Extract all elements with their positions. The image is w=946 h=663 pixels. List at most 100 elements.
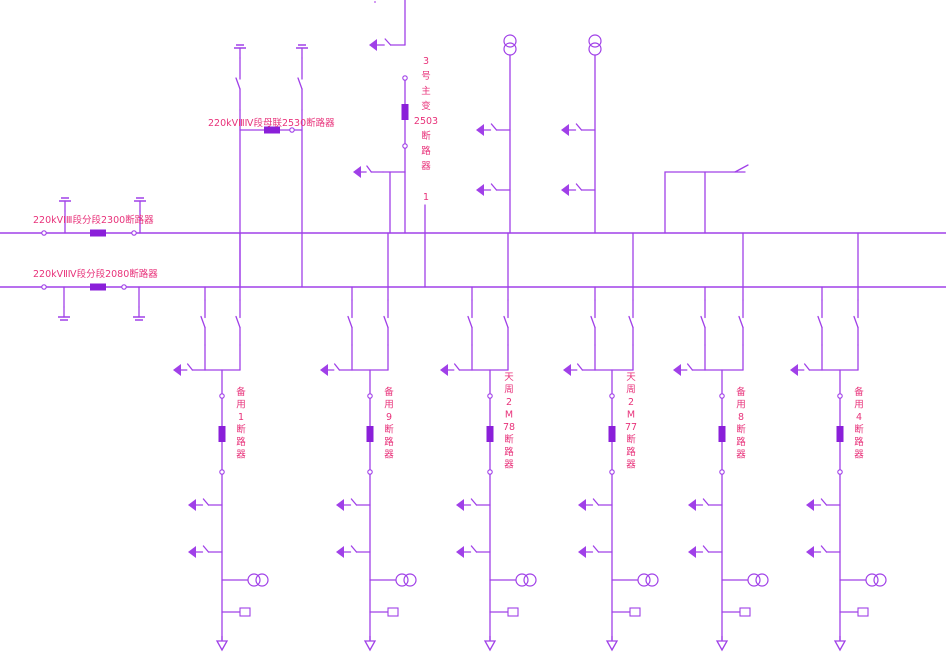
transformer-label-char: 变	[421, 100, 431, 112]
feeder-label-char: 器	[504, 460, 514, 471]
potential-transformer	[255, 573, 269, 587]
earth-switch	[456, 546, 464, 558]
earth-switch	[188, 499, 196, 511]
disconnector-switch	[200, 315, 206, 329]
feeder-label-char: 用	[236, 400, 246, 411]
earth-switch	[563, 364, 571, 376]
earth-switch	[173, 364, 181, 376]
potential-transformer	[403, 573, 417, 587]
feeder-label-char: 断	[504, 434, 514, 446]
feeder-label-char: M	[505, 410, 513, 421]
feeder-arrow	[363, 636, 377, 652]
earth-switch-blade	[350, 498, 358, 506]
iv-bus-section-breaker	[264, 126, 280, 134]
earth-switch	[440, 364, 448, 376]
potential-transformer	[523, 573, 537, 587]
feeder-label-char: 备	[236, 386, 246, 398]
terminal-dot	[131, 230, 137, 236]
earth-switch	[336, 499, 344, 511]
feeder-label-char: 备	[736, 386, 746, 398]
earth-switch	[369, 39, 377, 51]
disconnector-switch	[700, 315, 706, 329]
feeder-label-char: 用	[736, 400, 746, 411]
feeder-breaker	[218, 426, 226, 442]
transformer-label-char: 断	[421, 130, 431, 142]
potential-transformer	[645, 573, 659, 587]
earth-switch	[790, 364, 798, 376]
transformer-label-char: 主	[421, 85, 431, 97]
potential-transformer	[873, 573, 887, 587]
earth-switch-blade	[470, 498, 478, 506]
earth-switch-blade	[820, 545, 828, 553]
terminal-dot	[121, 284, 127, 290]
feeder-label-char: 2	[506, 397, 512, 408]
earth-switch-blade	[333, 363, 341, 371]
ground-symbol	[133, 316, 145, 321]
potential-transformer	[755, 573, 769, 587]
transformer-2503-breaker	[401, 104, 409, 120]
terminal-dot	[219, 393, 225, 399]
feeder-breaker	[718, 426, 726, 442]
feeder-label-char: 1	[238, 412, 244, 423]
feeder-arrow	[605, 636, 619, 652]
earth-switch	[806, 499, 814, 511]
feeder-label-char: 77	[625, 422, 637, 433]
feeder-breaker	[366, 426, 374, 442]
feeder-breaker	[486, 426, 494, 442]
feeder-arrow	[715, 636, 729, 652]
terminal-dot	[609, 469, 615, 475]
earth-switch	[476, 124, 484, 136]
earth-switch	[578, 546, 586, 558]
earth-switch-blade	[702, 498, 710, 506]
feeder-label-char: 路	[626, 446, 636, 458]
disconnector-switch	[235, 315, 241, 329]
earth-switch	[353, 166, 361, 178]
current-transformer	[629, 607, 641, 617]
feeder-label-char: 备	[854, 386, 864, 398]
earth-switch-blade	[592, 545, 600, 553]
upper-section-breaker	[90, 229, 106, 237]
terminal-dot	[837, 469, 843, 475]
disconnector-switch	[738, 315, 744, 329]
feeder-label-char: 2	[628, 397, 634, 408]
terminal-dot	[609, 393, 615, 399]
earth-switch	[673, 364, 681, 376]
feeder-label-char: 断	[854, 424, 864, 436]
terminal-dot	[487, 469, 493, 475]
earth-switch-blade	[350, 545, 358, 553]
earth-switch	[336, 546, 344, 558]
feeder-label-char: 路	[736, 436, 746, 448]
feeder-label-char: 周	[626, 385, 636, 396]
transformer-label-char: 3	[423, 56, 429, 67]
transformer-label-char: 器	[421, 161, 431, 172]
feeder-label-char: 路	[504, 446, 514, 458]
earth-switch	[320, 364, 328, 376]
disconnector-switch	[817, 315, 823, 329]
upper-section-label: 220kVⅠⅢ段分段2300断路器	[33, 214, 154, 226]
potential-transformer	[503, 42, 517, 56]
feeder-label-char: 备	[384, 386, 394, 398]
ground-symbol	[58, 316, 70, 321]
earth-switch-blade	[490, 123, 498, 131]
earth-switch	[188, 546, 196, 558]
earth-switch-blade	[202, 498, 210, 506]
terminal-dot	[219, 469, 225, 475]
potential-transformer	[588, 42, 602, 56]
ground-symbol	[59, 197, 71, 202]
feeder-arrow	[833, 636, 847, 652]
feeder-label-char: 用	[384, 400, 394, 411]
earth-switch-blade	[202, 545, 210, 553]
feeder-label-char: 天	[504, 372, 514, 383]
current-transformer	[387, 607, 399, 617]
terminal-dot	[41, 230, 47, 236]
terminal-dot	[289, 127, 295, 133]
earth-switch-blade	[803, 363, 811, 371]
feeder-label-char: 器	[384, 450, 394, 461]
earth-switch-blade	[470, 545, 478, 553]
terminal-dot	[402, 143, 408, 149]
loop-switch	[734, 164, 749, 173]
terminal-dot	[487, 393, 493, 399]
disconnector-switch	[347, 315, 353, 329]
feeder-label-char: 断	[236, 424, 246, 436]
feeder-label-char: 路	[236, 436, 246, 448]
